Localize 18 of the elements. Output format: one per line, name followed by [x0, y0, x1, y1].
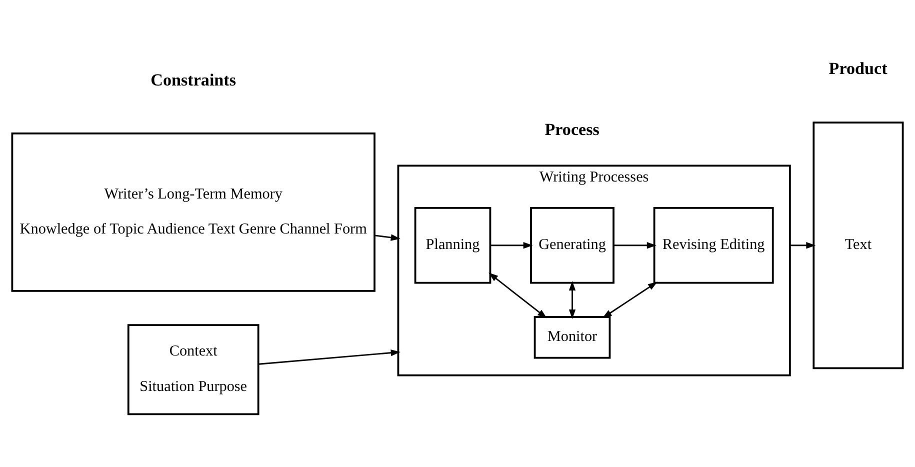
- node-box: Generating: [530, 206, 614, 284]
- node-box: Revising Editing: [653, 206, 774, 284]
- arrow: [488, 272, 547, 318]
- arrow: [602, 281, 658, 318]
- label: Product: [828, 58, 888, 78]
- arrow: [258, 349, 400, 364]
- node-box: Context Situation Purpose: [127, 324, 260, 415]
- arrow: [374, 234, 400, 240]
- arrow: [790, 242, 816, 248]
- label: Process: [544, 119, 600, 138]
- label: Constraints: [150, 70, 236, 89]
- node-box: Planning: [414, 206, 492, 284]
- node-box: Writer’s Long-Term Memory Knowledge of Topic Audience Text Genre Channel Form: [11, 132, 376, 292]
- node-box: Text: [812, 121, 904, 369]
- arrow: [568, 280, 576, 319]
- node-box: Monitor: [534, 316, 611, 358]
- arrow: [490, 242, 533, 248]
- arrow: [614, 242, 656, 248]
